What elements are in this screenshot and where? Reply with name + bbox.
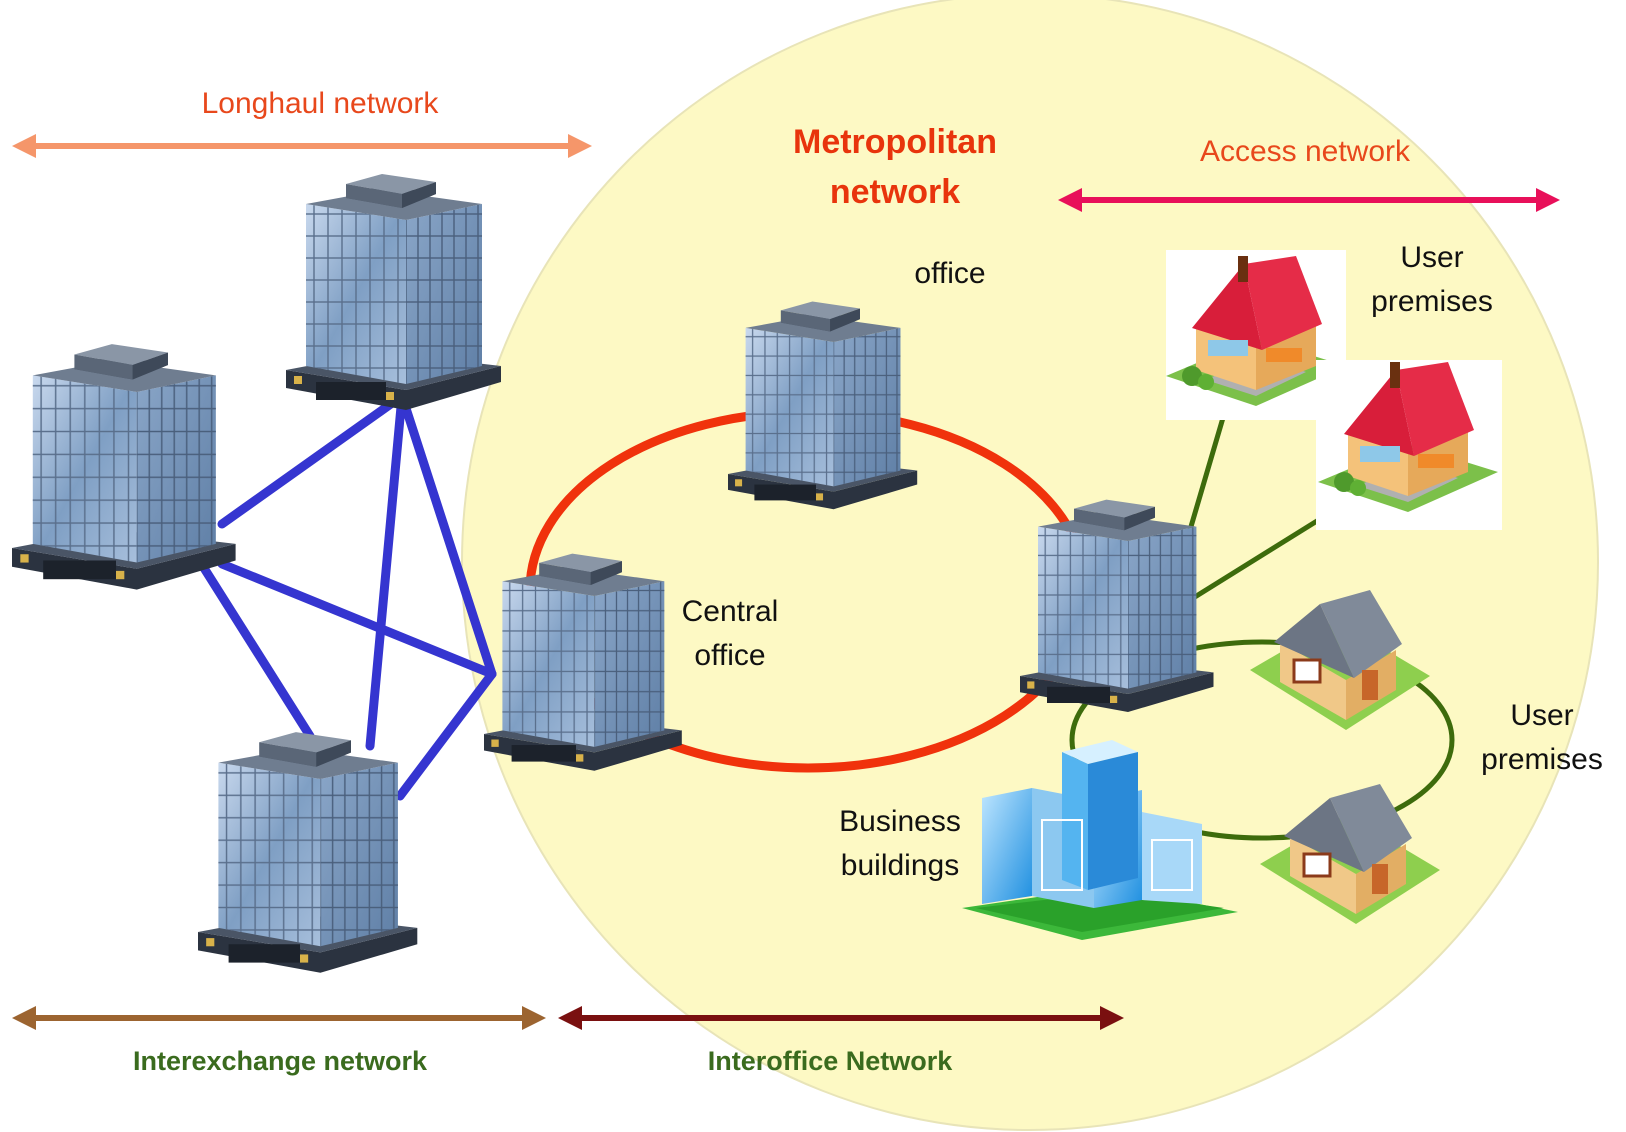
business-buildings-label-2: buildings <box>840 849 960 882</box>
office-building-icon <box>198 732 418 973</box>
interexchange-arrow <box>12 1006 546 1030</box>
office-building-icon <box>728 301 918 510</box>
user-premises-right-label-2: premises <box>1481 743 1603 776</box>
office-building-icon <box>286 174 501 410</box>
access-ring-link <box>1069 639 1455 841</box>
business-building-icon <box>962 740 1238 940</box>
access-label: Access network <box>1199 135 1411 168</box>
metro-label-line2: network <box>829 173 961 211</box>
user-premises-top-label-2: premises <box>1371 285 1493 318</box>
metro-label-line1: Metropolitan <box>793 123 997 161</box>
central-office-label-2: office <box>694 639 766 672</box>
user-premises-right-label-1: User <box>1510 699 1574 732</box>
user-premises-top-label-1: User <box>1400 241 1464 274</box>
longhaul-arrow <box>12 134 592 158</box>
office-label: office <box>914 257 986 290</box>
longhaul-label: Longhaul network <box>201 87 439 120</box>
mesh-links <box>199 391 497 801</box>
interoffice-label: Interoffice Network <box>707 1046 953 1076</box>
access-arrow <box>1058 188 1560 212</box>
interexchange-label: Interexchange network <box>132 1046 428 1076</box>
interoffice-arrow <box>558 1006 1124 1030</box>
office-building-icon <box>1020 499 1214 712</box>
office-building-icon <box>12 344 236 590</box>
central-office-label-1: Central <box>681 595 779 628</box>
business-buildings-label-1: Business <box>839 805 961 838</box>
metro-network-region <box>461 0 1599 1131</box>
